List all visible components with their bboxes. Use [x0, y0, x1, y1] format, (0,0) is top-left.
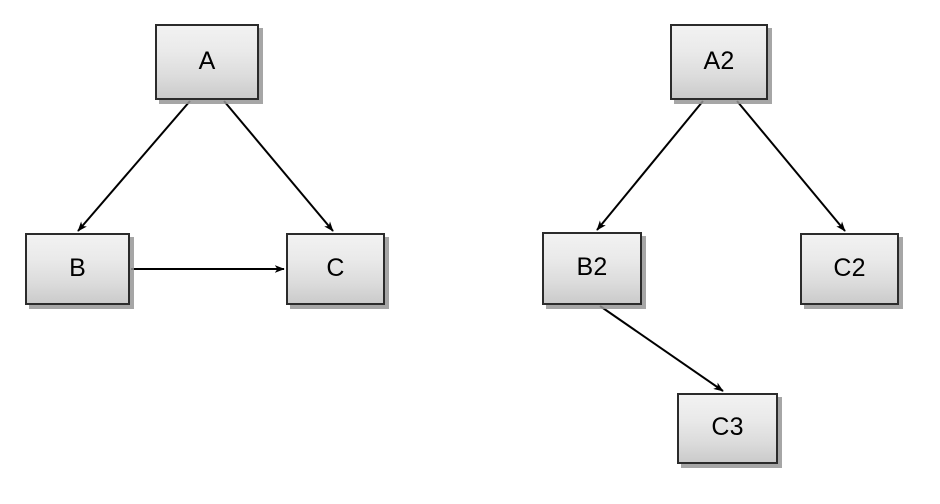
- node-label-c2: C2: [833, 253, 866, 282]
- edge-a2-to-c2[interactable]: [736, 100, 846, 232]
- node-c3[interactable]: C3: [677, 393, 778, 464]
- edge-a2-to-b2[interactable]: [596, 100, 704, 231]
- node-label-b: B: [69, 253, 86, 282]
- node-b[interactable]: B: [25, 233, 130, 305]
- edge-a-to-c[interactable]: [223, 100, 334, 232]
- node-label-c3: C3: [711, 413, 744, 441]
- node-a[interactable]: A: [155, 24, 259, 100]
- node-label-b2: B2: [576, 253, 608, 281]
- node-a2[interactable]: A2: [670, 24, 768, 100]
- node-b2[interactable]: B2: [542, 232, 642, 305]
- node-c[interactable]: C: [286, 233, 385, 305]
- edge-b2-to-c3[interactable]: [599, 305, 724, 392]
- edges-group: [77, 100, 846, 392]
- node-label-a2: A2: [703, 46, 735, 75]
- edge-a-to-b[interactable]: [77, 100, 191, 232]
- node-label-a: A: [198, 46, 216, 75]
- node-label-c: C: [326, 253, 345, 282]
- node-c2[interactable]: C2: [800, 233, 899, 305]
